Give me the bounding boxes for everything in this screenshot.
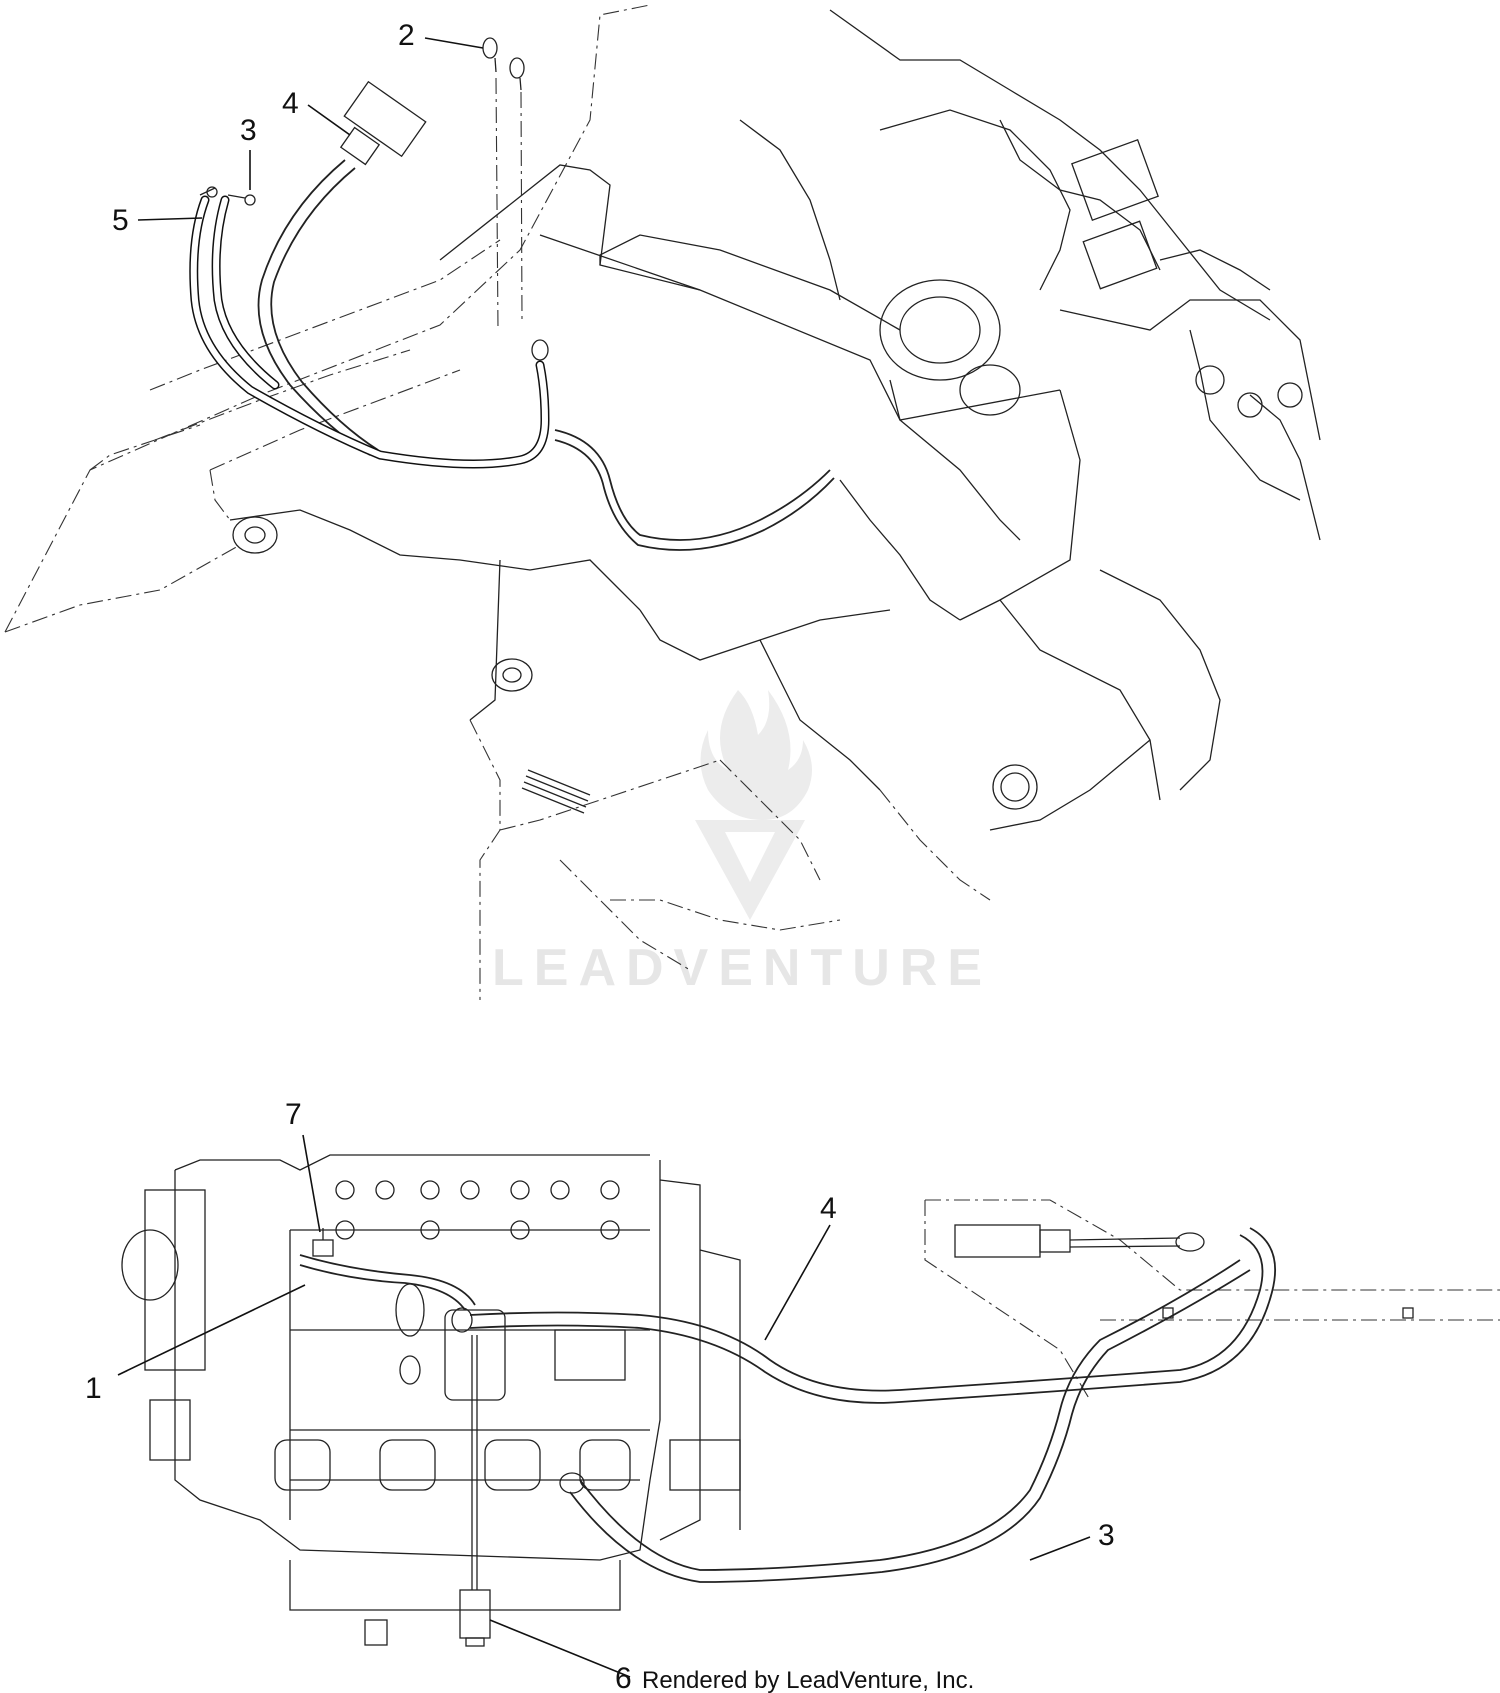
callout-4-bottom: 4: [820, 1192, 837, 1225]
callout-4-top: 4: [282, 87, 299, 120]
callout-leaders: [117, 37, 1091, 1678]
callout-3-bottom: 3: [1098, 1519, 1115, 1552]
upper-frame-view: [4, 4, 1321, 1000]
callout-2: 2: [398, 19, 415, 52]
ground-cable-upper: [189, 186, 550, 469]
ground-studs: [482, 37, 525, 331]
valve-cover-bolts: [335, 1180, 620, 1240]
ground-cable-lower: [559, 1259, 1251, 1583]
callout-6: 6: [615, 1662, 632, 1693]
callout-5: 5: [112, 204, 129, 237]
lower-engine-view: [121, 1154, 1500, 1647]
frame-vent-slots: [521, 769, 591, 814]
battery-cable-lower: [451, 1224, 1276, 1404]
render-credit: Rendered by LeadVenture, Inc.: [642, 1667, 974, 1693]
watermark-text: LEADVENTURE: [492, 939, 992, 997]
watermark-logo: [695, 690, 812, 920]
battery-cable-upper: [257, 80, 427, 456]
engine-top-view: [739, 9, 1303, 418]
callout-1: 1: [85, 1372, 102, 1405]
callout-3-top: 3: [240, 114, 257, 147]
manifold-ports: [274, 1439, 631, 1491]
callout-7: 7: [285, 1098, 302, 1131]
